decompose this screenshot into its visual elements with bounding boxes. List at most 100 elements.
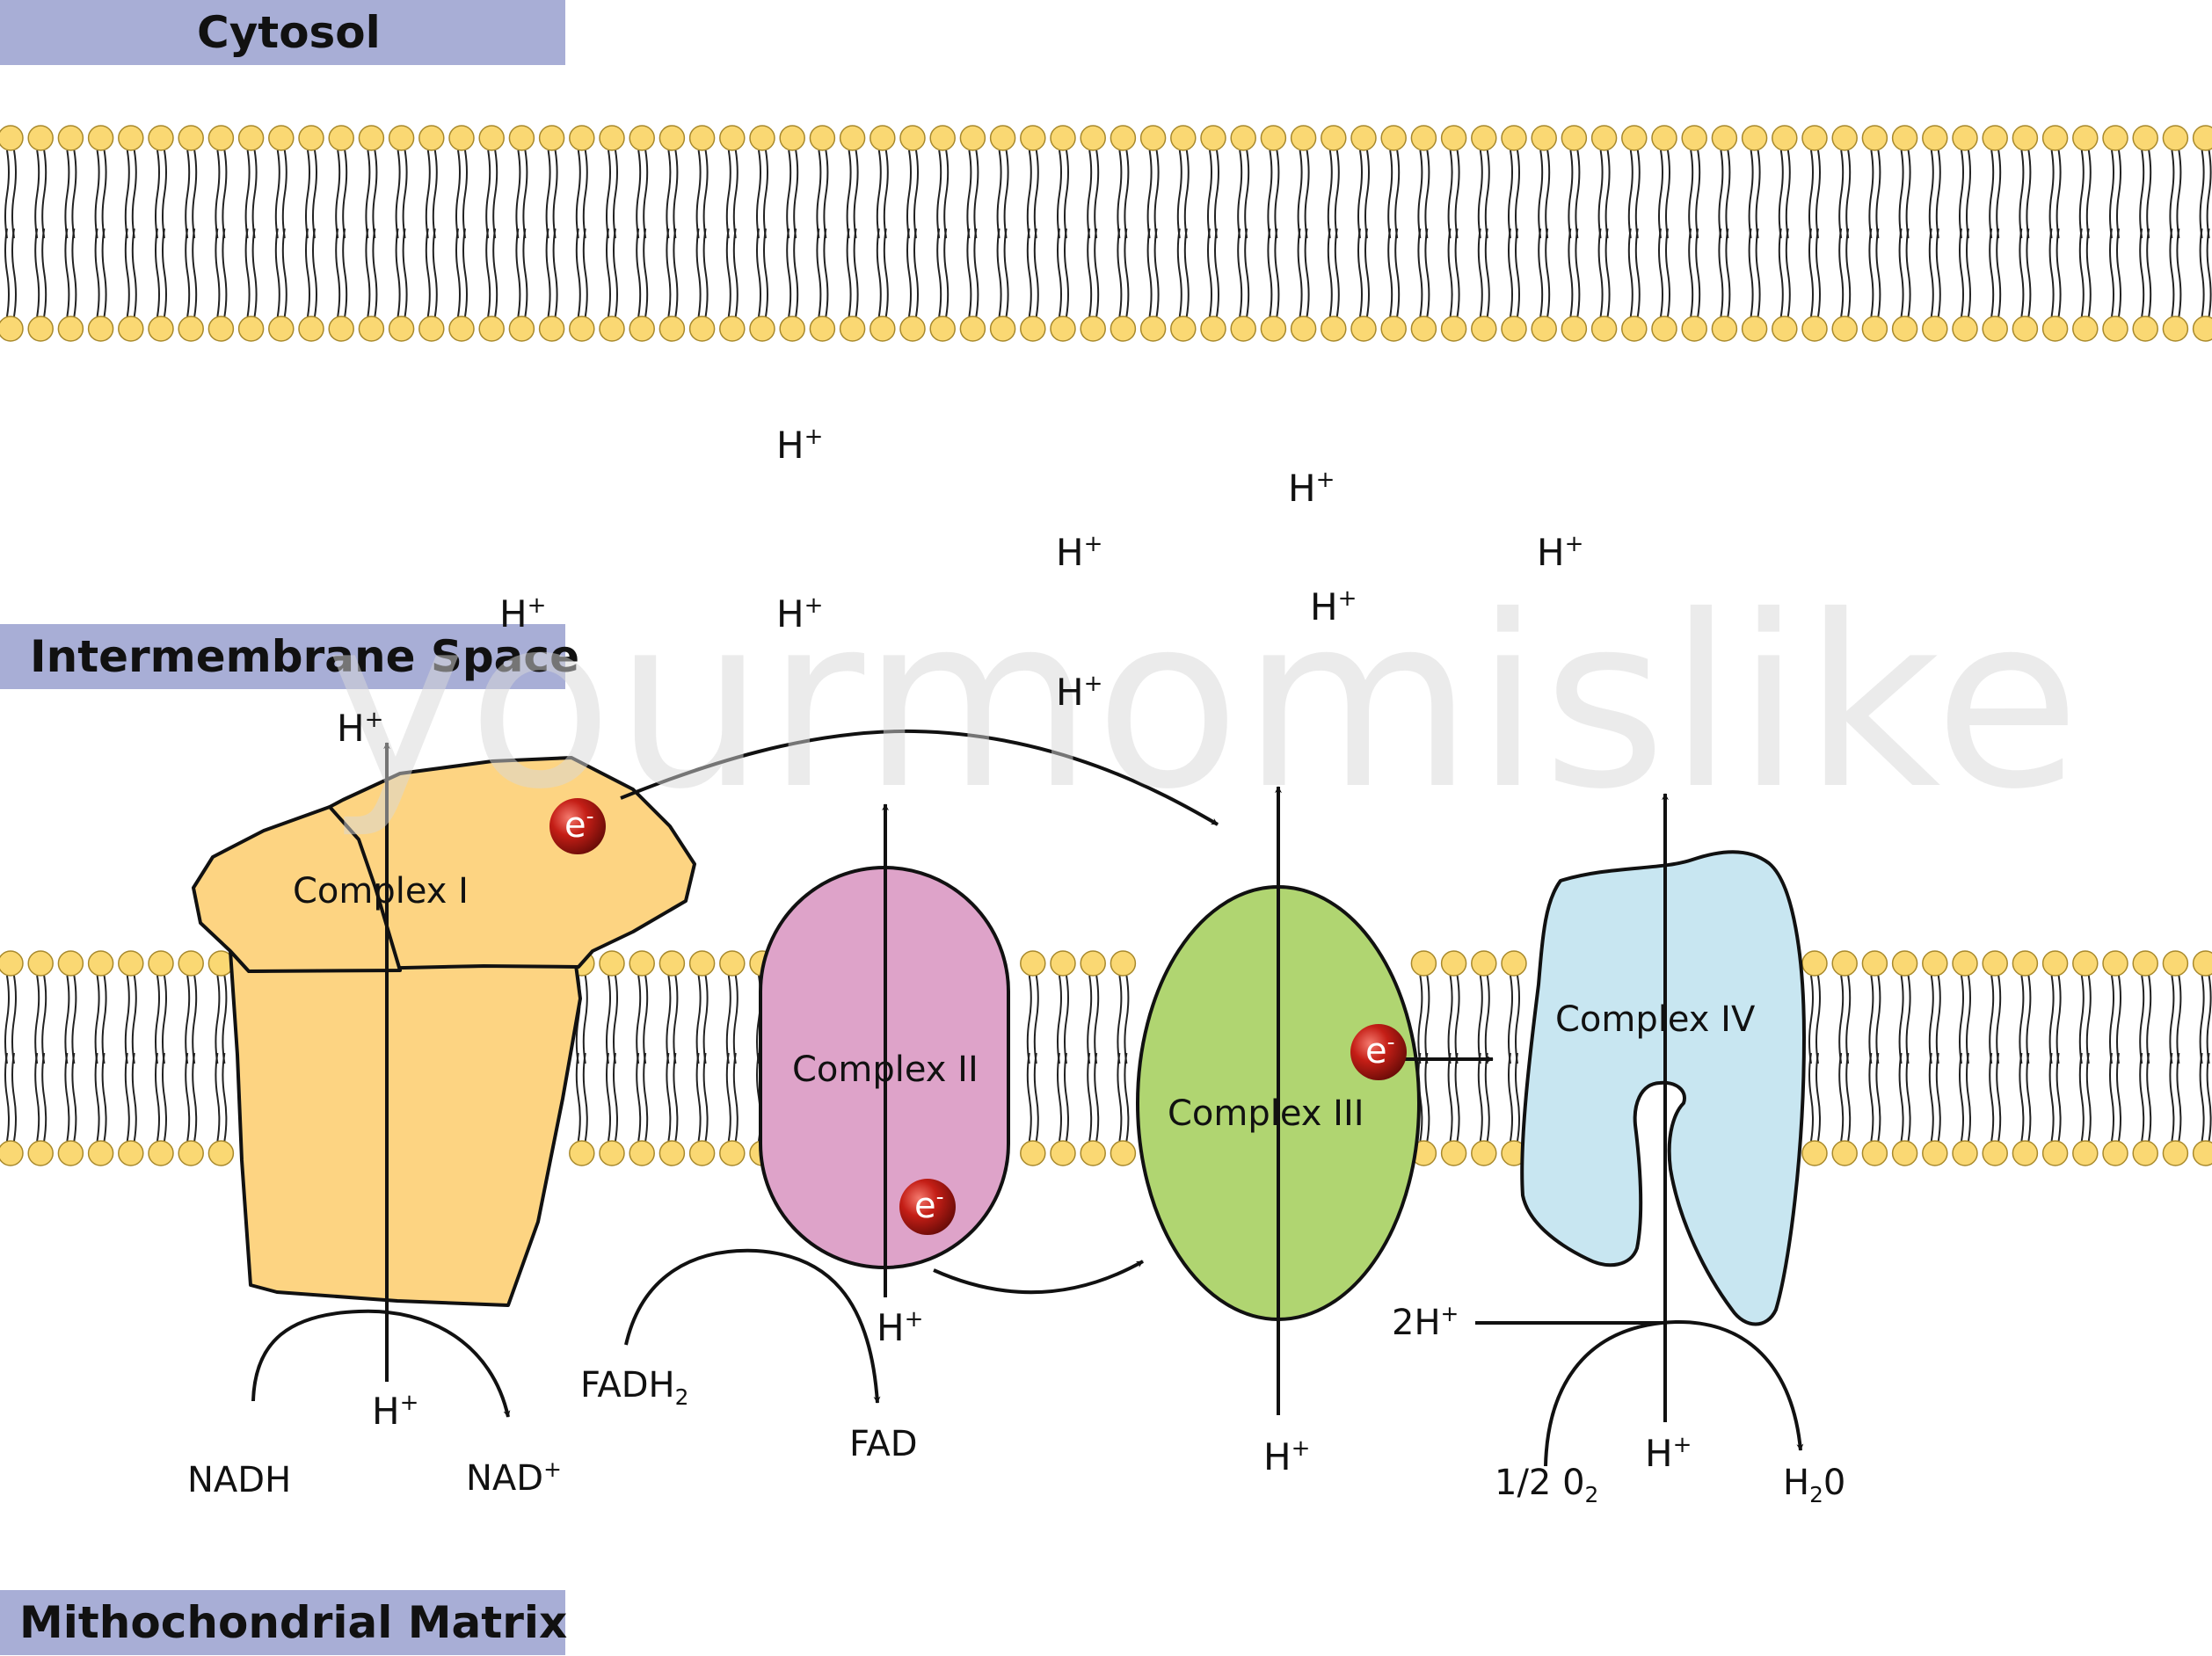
lipid-head xyxy=(1290,125,1317,151)
lipid-tail xyxy=(1447,149,1453,239)
lipid-tail xyxy=(124,1052,130,1142)
lipid-tail xyxy=(666,149,672,239)
lipid-tail xyxy=(575,1052,581,1142)
lipid-tail xyxy=(643,1052,649,1142)
lipid-tail xyxy=(2048,228,2055,317)
lipid-head xyxy=(599,125,625,151)
lipid-tail xyxy=(673,1052,679,1142)
lipid-tail xyxy=(1508,975,1513,1064)
lipid-tail xyxy=(1815,1052,1821,1142)
lipid-tail xyxy=(1928,1052,1934,1142)
electron-complex-1 xyxy=(549,798,606,854)
lipid-tail xyxy=(2116,975,2121,1064)
lipid-tail xyxy=(2146,149,2152,239)
lipid-head xyxy=(629,125,655,151)
lipid-tail xyxy=(2078,975,2085,1064)
lipid-head xyxy=(1020,1140,1046,1166)
electron-symbol: e xyxy=(1365,1031,1387,1071)
lipid-tail xyxy=(4,1052,10,1142)
lipid-tail xyxy=(666,975,672,1064)
lipid-tail xyxy=(1146,228,1153,317)
lipid-head xyxy=(148,1140,174,1166)
lipid-head xyxy=(719,316,746,342)
lipid-tail xyxy=(1996,1052,2002,1142)
lipid-tail xyxy=(2176,228,2182,317)
lipid-head xyxy=(779,125,805,151)
lipid-head xyxy=(629,950,655,977)
lipid-head xyxy=(27,316,54,342)
lipid-head xyxy=(2041,125,2069,151)
lipid-tail xyxy=(2056,1052,2062,1142)
watermark-text: yourmomislike xyxy=(325,564,2083,841)
lipid-head xyxy=(688,125,716,151)
lipid-tail xyxy=(2199,1052,2205,1142)
lipid-tail xyxy=(1725,149,1731,239)
lipid-tail xyxy=(1778,149,1784,239)
lipid-tail xyxy=(732,149,739,239)
lipid-tail xyxy=(365,228,371,317)
lipid-tail xyxy=(162,228,167,317)
electron-sphere xyxy=(549,798,606,854)
lipid-head xyxy=(2102,1140,2128,1166)
lipid-head xyxy=(870,316,896,342)
proton-symbol: H xyxy=(337,707,365,750)
lipid-head xyxy=(1471,125,1497,151)
lipid-head xyxy=(1170,125,1197,151)
lipid-tail xyxy=(1966,975,1971,1064)
lipid-tail xyxy=(1838,149,1845,239)
lipid-tail xyxy=(786,228,792,317)
lipid-head xyxy=(899,125,926,151)
complex-1-side-lobe xyxy=(192,805,402,973)
lipid-tail xyxy=(1424,149,1430,239)
lipid-tail xyxy=(101,149,107,239)
lipid-tail xyxy=(2048,1052,2055,1142)
lipid-tail xyxy=(1064,149,1069,239)
lipid-head xyxy=(1321,125,1347,151)
lipid-tail xyxy=(215,1052,221,1142)
lipid-head xyxy=(207,316,235,342)
lipid-tail xyxy=(131,149,137,239)
lipid-tail xyxy=(702,1052,709,1142)
proton-ims-7: H+ xyxy=(1310,587,1357,626)
lipid-head xyxy=(418,125,445,151)
lipid-tail xyxy=(786,149,792,239)
lipid-head xyxy=(2192,950,2212,977)
lipid-head xyxy=(1501,316,1527,342)
lipid-tail xyxy=(131,228,137,317)
arc-fadh2-to-fad xyxy=(624,1248,881,1404)
region-label-cytosol: Cytosol xyxy=(0,0,565,65)
lipid-tail xyxy=(1484,149,1490,239)
lipid-tail xyxy=(2176,149,2182,239)
lipid-head xyxy=(1321,316,1347,342)
lipid-head xyxy=(929,316,956,342)
lipid-head xyxy=(1350,125,1377,151)
lipid-head xyxy=(2072,316,2099,342)
lipid-head xyxy=(2102,950,2128,977)
lipid-tail xyxy=(552,228,558,317)
lipid-tail xyxy=(1898,1052,1904,1142)
lipid-head xyxy=(1711,125,1738,151)
lipid-head xyxy=(688,1140,716,1166)
lipid-tail xyxy=(1875,149,1881,239)
lipid-tail xyxy=(816,228,822,317)
lipid-tail xyxy=(2078,149,2085,239)
lipid-tail xyxy=(1424,1052,1430,1142)
lipid-tail xyxy=(695,975,702,1064)
lipid-tail xyxy=(162,1052,167,1142)
lipid-tail xyxy=(1875,975,1881,1064)
lipid-head xyxy=(1922,950,1948,977)
lipid-head xyxy=(508,316,535,342)
lipid-head xyxy=(268,125,295,151)
lipid-head xyxy=(1801,125,1828,151)
lipid-tail xyxy=(1989,975,1995,1064)
oxygen-base: 1/2 0 xyxy=(1495,1463,1585,1503)
lipid-tail xyxy=(1868,975,1874,1064)
lipid-tail xyxy=(1327,228,1333,317)
lipid-head xyxy=(1831,316,1858,342)
lipid-tail xyxy=(1274,149,1280,239)
lipid-tail xyxy=(725,228,731,317)
lipid-tail xyxy=(312,149,317,239)
lipid-tail xyxy=(244,228,251,317)
lipid-tail xyxy=(1755,228,1761,317)
lipid-tail xyxy=(913,228,919,317)
